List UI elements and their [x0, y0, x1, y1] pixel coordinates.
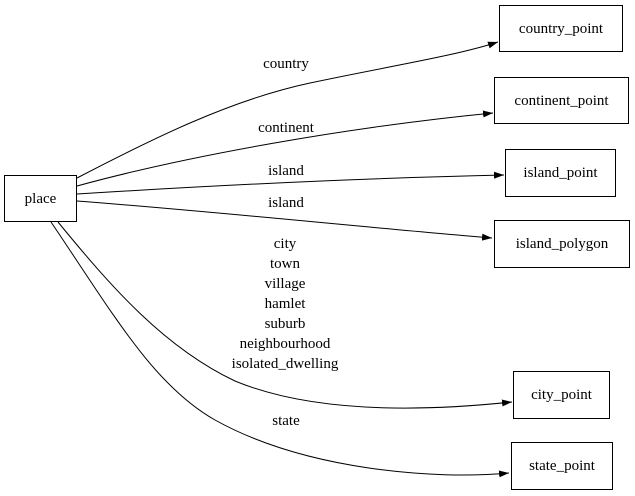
edge-label-neighbourhood-line: neighbourhood — [239, 336, 331, 352]
edge-label-continent: continent — [258, 120, 314, 136]
node-island-polygon: island_polygon — [494, 220, 630, 268]
node-city-point: city_point — [513, 371, 610, 419]
node-continent-point: continent_point — [494, 77, 629, 124]
edge-place-island_polygon — [76, 200, 493, 241]
edge-place-continent_point — [76, 110, 494, 187]
edge-label-town-line: town — [270, 256, 300, 272]
edge-label-island-point: island — [268, 163, 304, 179]
edge-place-island_point — [76, 171, 505, 195]
edge-place-country_point — [76, 41, 499, 179]
edge-label-hamlet-line: hamlet — [264, 296, 306, 312]
edge-label-village-line: village — [264, 276, 306, 292]
node-country-point: country_point — [499, 5, 623, 52]
edge-label-state: state — [272, 413, 300, 429]
edge-label-country: country — [263, 56, 309, 72]
node-place: place — [4, 175, 77, 222]
edge-label-island-polygon: island — [268, 195, 304, 211]
edge-place-city_point — [57, 221, 513, 409]
edge-label-city-group: city town village hamlet suburb neighbou… — [185, 234, 385, 374]
edge-label-isolated-dwelling-line: isolated_dwelling — [231, 356, 339, 372]
node-island-point: island_point — [505, 149, 616, 197]
edge-label-city-line: city — [273, 236, 297, 252]
edge-label-suburb-line: suburb — [264, 316, 306, 332]
node-state-point: state_point — [511, 442, 613, 490]
edge-place-state_point — [50, 221, 510, 478]
